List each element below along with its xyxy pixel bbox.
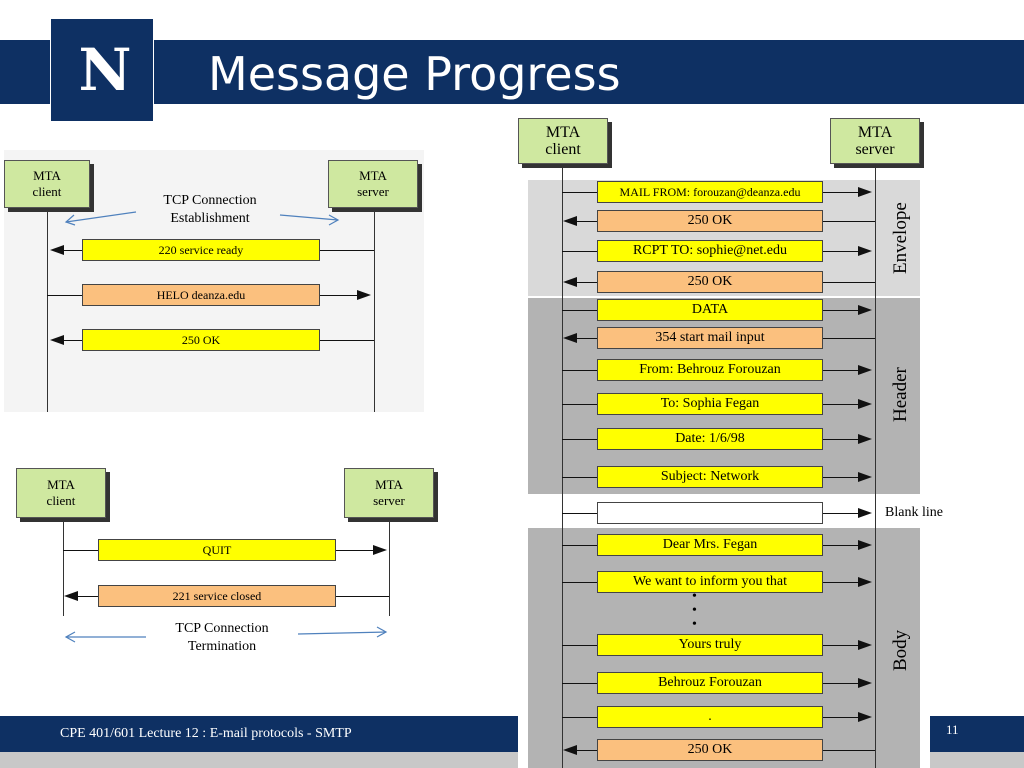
message-data: DATA: [597, 299, 823, 321]
slide-title: Message Progress: [208, 47, 621, 101]
tcp-establishment-line1: TCP Connection: [163, 193, 257, 208]
transfer-arrowhead-right-14: [858, 640, 872, 650]
message-yours-truly: Yours truly: [597, 634, 823, 656]
message-mail-from: MAIL FROM: forouzan@deanza.edu: [597, 181, 823, 203]
setup-client-line2: client: [32, 184, 62, 199]
footer-bar-right: [930, 716, 1024, 752]
footer-course-title: CPE 401/601 Lecture 12 : E-mail protocol…: [60, 726, 352, 741]
transfer-server-timeline: [875, 164, 876, 768]
transfer-server-line2: server: [855, 141, 895, 158]
transfer-server-box: MTA server: [830, 118, 920, 164]
message-rcpt-to: RCPT TO: sophie@net.edu: [597, 240, 823, 262]
transfer-arrowhead-left-2: [563, 216, 577, 226]
tcp-termination-line1: TCP Connection: [175, 621, 269, 636]
tcp-termination-line2: Termination: [187, 639, 257, 654]
transfer-arrowhead-right-5: [858, 305, 872, 315]
teardown-client-line1: MTA: [47, 477, 75, 492]
teardown-arrowhead-right-1: [373, 545, 387, 555]
setup-client-box: MTA client: [4, 160, 90, 208]
message-helo: HELO deanza.edu: [82, 284, 320, 306]
message-354-start-mail-input: 354 start mail input: [597, 327, 823, 349]
transfer-arrowhead-right-8: [858, 399, 872, 409]
transfer-arrowhead-right-13: [858, 577, 872, 587]
transfer-arrowhead-left-4: [563, 277, 577, 287]
message-250-ok-final: 250 OK: [597, 739, 823, 761]
teardown-client-timeline: [63, 518, 64, 616]
termination-double-arrow: [64, 626, 388, 643]
tcp-termination-note: TCP Connection Termination: [150, 620, 294, 656]
university-logo: N: [50, 18, 154, 122]
transfer-arrowhead-right-7: [858, 365, 872, 375]
message-subject-header: Subject: Network: [597, 466, 823, 488]
setup-server-timeline: [374, 208, 375, 412]
message-220-service-ready: 220 service ready: [82, 239, 320, 261]
slide-number: 11: [946, 722, 959, 737]
logo-letter: N: [78, 36, 131, 104]
body-label: Body: [890, 629, 911, 671]
setup-server-line2: server: [357, 184, 389, 199]
footer-strip-right: [930, 752, 1024, 768]
footer-strip: [0, 752, 518, 768]
message-250-ok-1: 250 OK: [597, 210, 823, 232]
setup-arrowhead-right-2: [357, 290, 371, 300]
ellipsis-dot-3: •: [692, 617, 697, 632]
title-bar: [0, 40, 1024, 104]
envelope-label: Envelope: [890, 202, 911, 274]
transfer-client-timeline: [562, 164, 563, 768]
transfer-arrowhead-right-3: [858, 246, 872, 256]
teardown-client-box: MTA client: [16, 468, 106, 518]
transfer-arrowhead-right-9: [858, 434, 872, 444]
teardown-client-line2: client: [46, 493, 76, 508]
message-we-want-to-inform: We want to inform you that: [597, 571, 823, 593]
teardown-arrowhead-left-2: [64, 591, 78, 601]
tcp-establishment-note: TCP Connection Establishment: [140, 192, 280, 228]
transfer-arrowhead-right-15: [858, 678, 872, 688]
setup-server-box: MTA server: [328, 160, 418, 208]
transfer-arrowhead-left-6: [563, 333, 577, 343]
transfer-arrowhead-right-1: [858, 187, 872, 197]
transfer-server-line1: MTA: [857, 124, 893, 141]
message-blank-line: [597, 502, 823, 524]
message-signature: Behrouz Forouzan: [597, 672, 823, 694]
transfer-client-box: MTA client: [518, 118, 608, 164]
ellipsis-dot-2: •: [692, 603, 697, 618]
message-from-header: From: Behrouz Forouzan: [597, 359, 823, 381]
transfer-client-line2: client: [545, 141, 581, 158]
setup-arrowhead-left-3: [50, 335, 64, 345]
message-end-dot: .: [597, 706, 823, 728]
transfer-arrowhead-right-12: [858, 540, 872, 550]
establishment-double-arrow: [64, 211, 340, 226]
setup-arrowhead-left-1: [50, 245, 64, 255]
transfer-arrowhead-right-10: [858, 472, 872, 482]
setup-client-timeline: [47, 208, 48, 412]
ellipsis-dot-1: •: [692, 589, 697, 604]
message-date-header: Date: 1/6/98: [597, 428, 823, 450]
transfer-arrowhead-right-11: [858, 508, 872, 518]
message-250-ok-2: 250 OK: [597, 271, 823, 293]
footer-bar: [0, 716, 518, 752]
transfer-arrowhead-right-16: [858, 712, 872, 722]
tcp-establishment-line2: Establishment: [170, 211, 250, 226]
blank-line-label: Blank line: [885, 505, 943, 520]
setup-server-line1: MTA: [359, 168, 387, 183]
teardown-server-line1: MTA: [375, 477, 403, 492]
message-250-ok-setup: 250 OK: [82, 329, 320, 351]
header-label: Header: [890, 367, 911, 423]
message-to-header: To: Sophia Fegan: [597, 393, 823, 415]
teardown-server-box: MTA server: [344, 468, 434, 518]
teardown-server-line2: server: [373, 493, 405, 508]
transfer-arrowhead-left-17: [563, 745, 577, 755]
message-quit: QUIT: [98, 539, 336, 561]
setup-client-line1: MTA: [33, 168, 61, 183]
transfer-client-line1: MTA: [545, 124, 581, 141]
message-dear-mrs-fegan: Dear Mrs. Fegan: [597, 534, 823, 556]
message-221-service-closed: 221 service closed: [98, 585, 336, 607]
teardown-server-timeline: [389, 518, 390, 616]
